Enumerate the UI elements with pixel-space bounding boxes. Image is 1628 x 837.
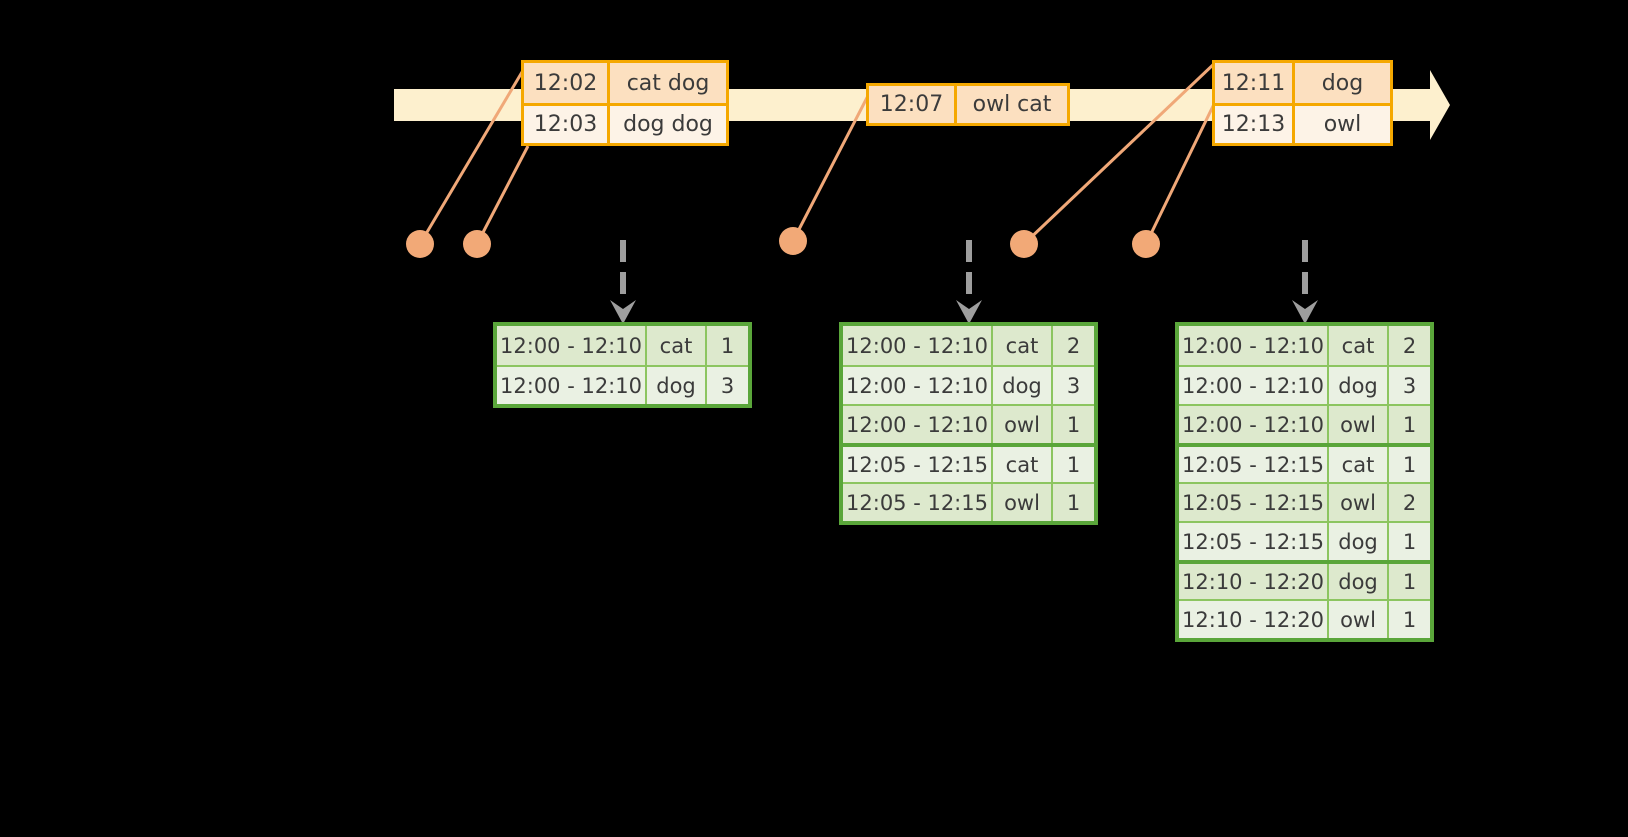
cell-word: owl [1327, 601, 1387, 638]
cell-window: 12:05 - 12:15 [843, 484, 991, 521]
connector-dot-3 [779, 227, 807, 255]
connector-dot-5 [1132, 230, 1160, 258]
event-time: 12:02 [524, 63, 610, 103]
cell-count: 1 [705, 326, 748, 365]
cell-window: 12:00 - 12:10 [843, 326, 991, 365]
cell-word: cat [991, 326, 1051, 365]
cell-word: dog [1327, 564, 1387, 599]
cell-word: dog [645, 367, 705, 404]
event-words: cat dog [610, 63, 726, 103]
cell-word: owl [1327, 484, 1387, 521]
down-arrow-icon-3 [1290, 240, 1320, 330]
cell-word: cat [645, 326, 705, 365]
cell-count: 1 [1051, 447, 1094, 482]
cell-window: 12:00 - 12:10 [843, 406, 991, 443]
down-arrow-icon-1 [608, 240, 638, 330]
cell-count: 1 [1387, 447, 1430, 482]
connector-dot-2 [463, 230, 491, 258]
cell-count: 1 [1387, 564, 1430, 599]
cell-window: 12:05 - 12:15 [843, 447, 991, 482]
event-row: 12:02 cat dog [524, 63, 726, 103]
event-time: 12:11 [1215, 63, 1295, 103]
event-group-1: 12:02 cat dog 12:03 dog dog [521, 60, 729, 146]
cell-count: 2 [1051, 326, 1094, 365]
cell-window: 12:10 - 12:20 [1179, 564, 1327, 599]
cell-window: 12:00 - 12:10 [1179, 326, 1327, 365]
cell-window: 12:00 - 12:10 [843, 367, 991, 404]
event-time: 12:13 [1215, 106, 1295, 143]
cell-word: dog [1327, 523, 1387, 560]
timeline-arrow-head [1412, 66, 1450, 144]
cell-count: 2 [1387, 326, 1430, 365]
event-row: 12:03 dog dog [524, 103, 726, 143]
event-words: dog [1295, 63, 1390, 103]
cell-window: 12:00 - 12:10 [497, 367, 645, 404]
down-arrow-icon-2 [954, 240, 984, 330]
cell-count: 3 [705, 367, 748, 404]
event-words: owl [1295, 106, 1390, 143]
cell-count: 1 [1387, 601, 1430, 638]
event-time: 12:03 [524, 106, 610, 143]
event-row: 12:07 owl cat [869, 86, 1067, 123]
cell-count: 1 [1051, 484, 1094, 521]
cell-count: 1 [1387, 523, 1430, 560]
event-group-2: 12:07 owl cat [866, 83, 1070, 126]
cell-word: owl [991, 484, 1051, 521]
cell-window: 12:00 - 12:10 [1179, 406, 1327, 443]
event-row: 12:11 dog [1215, 63, 1390, 103]
event-row: 12:13 owl [1215, 103, 1390, 143]
cell-count: 3 [1387, 367, 1430, 404]
cell-count: 3 [1051, 367, 1094, 404]
cell-word: dog [1327, 367, 1387, 404]
connector-dot-4 [1010, 230, 1038, 258]
cell-word: dog [991, 367, 1051, 404]
cell-word: owl [991, 406, 1051, 443]
cell-window: 12:05 - 12:15 [1179, 484, 1327, 521]
cell-window: 12:05 - 12:15 [1179, 523, 1327, 560]
event-words: dog dog [610, 106, 726, 143]
cell-count: 1 [1051, 406, 1094, 443]
cell-window: 12:05 - 12:15 [1179, 447, 1327, 482]
connector-dot-1 [406, 230, 434, 258]
event-time: 12:07 [869, 86, 957, 123]
cell-word: cat [991, 447, 1051, 482]
cell-window: 12:10 - 12:20 [1179, 601, 1327, 638]
cell-window: 12:00 - 12:10 [497, 326, 645, 365]
cell-word: owl [1327, 406, 1387, 443]
cell-count: 1 [1387, 406, 1430, 443]
event-group-3: 12:11 dog 12:13 owl [1212, 60, 1393, 146]
cell-word: cat [1327, 326, 1387, 365]
cell-word: cat [1327, 447, 1387, 482]
event-words: owl cat [957, 86, 1067, 123]
cell-window: 12:00 - 12:10 [1179, 367, 1327, 404]
cell-count: 2 [1387, 484, 1430, 521]
